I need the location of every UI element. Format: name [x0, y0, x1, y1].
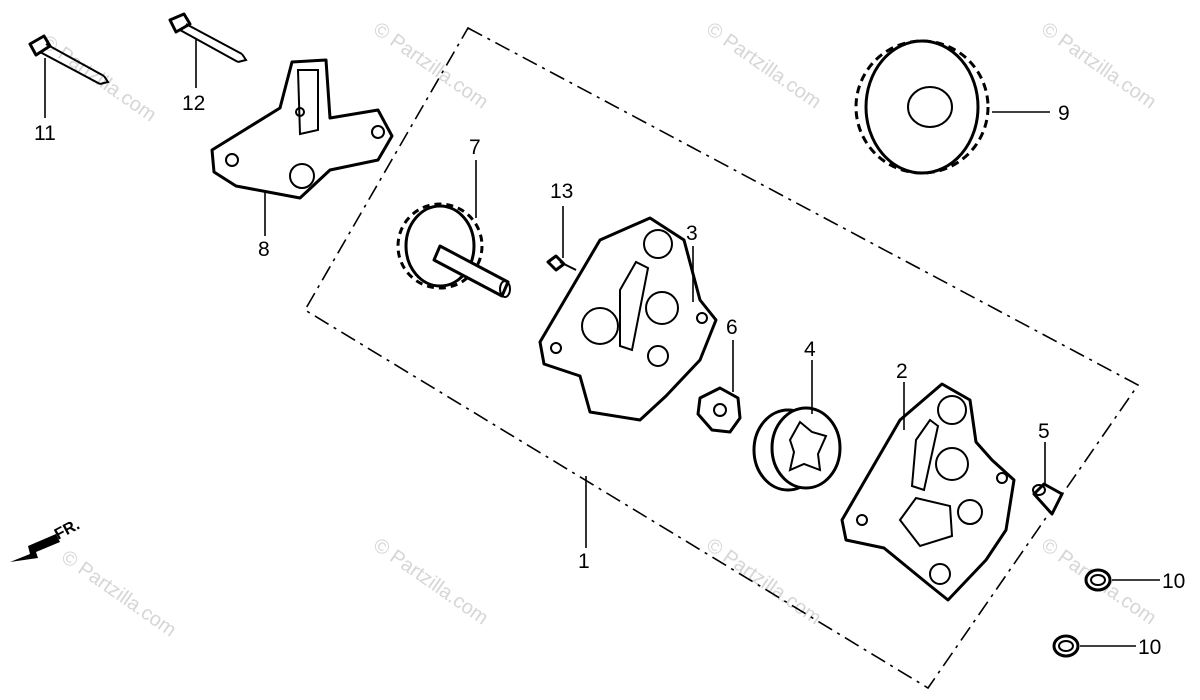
- label-part-6: 6: [726, 316, 738, 339]
- bolt-12-icon: [168, 12, 248, 63]
- watermark-4: © Partzilla.com: [1037, 18, 1160, 113]
- bolt-11-icon: [28, 34, 110, 85]
- assembly-outline: [303, 26, 1140, 690]
- label-part-11: 11: [34, 122, 56, 145]
- inner-rotor-6-icon: [696, 386, 742, 434]
- watermark-5: © Partzilla.com: [57, 546, 180, 641]
- screw-13-icon: [546, 254, 577, 272]
- gear-9-icon: [854, 39, 990, 175]
- label-part-9: 9: [1058, 102, 1070, 125]
- watermark-3: © Partzilla.com: [702, 18, 825, 113]
- label-part-4: 4: [804, 338, 816, 361]
- label-part-3: 3: [686, 222, 698, 245]
- watermark-6: © Partzilla.com: [369, 534, 492, 629]
- o-ring-10-lower-icon: [1052, 634, 1080, 658]
- outer-rotor-4-icon: [752, 406, 842, 492]
- label-part-5: 5: [1038, 420, 1050, 443]
- label-part-10-upper: 10: [1162, 570, 1185, 593]
- watermark-7: © Partzilla.com: [702, 534, 825, 629]
- watermark-2: © Partzilla.com: [369, 18, 492, 113]
- label-part-7: 7: [469, 136, 481, 159]
- pump-body-2-icon: [840, 382, 1016, 602]
- label-part-8: 8: [258, 238, 270, 261]
- label-part-12: 12: [182, 92, 205, 115]
- label-part-2: 2: [896, 360, 908, 383]
- dowel-5-icon: [1032, 482, 1064, 516]
- pump-cover-3-icon: [538, 216, 718, 422]
- label-part-13: 13: [550, 180, 573, 203]
- label-part-1: 1: [578, 550, 590, 573]
- o-ring-10-upper-icon: [1084, 568, 1112, 592]
- bracket-8-icon: [210, 58, 394, 200]
- part-labels: 1 2 3 4 5 6 7 8 9 10 10 11 12 13: [34, 92, 1185, 659]
- gear-7-icon: [396, 202, 511, 298]
- watermark-1: © Partzilla.com: [37, 31, 160, 126]
- label-part-10-lower: 10: [1138, 636, 1161, 659]
